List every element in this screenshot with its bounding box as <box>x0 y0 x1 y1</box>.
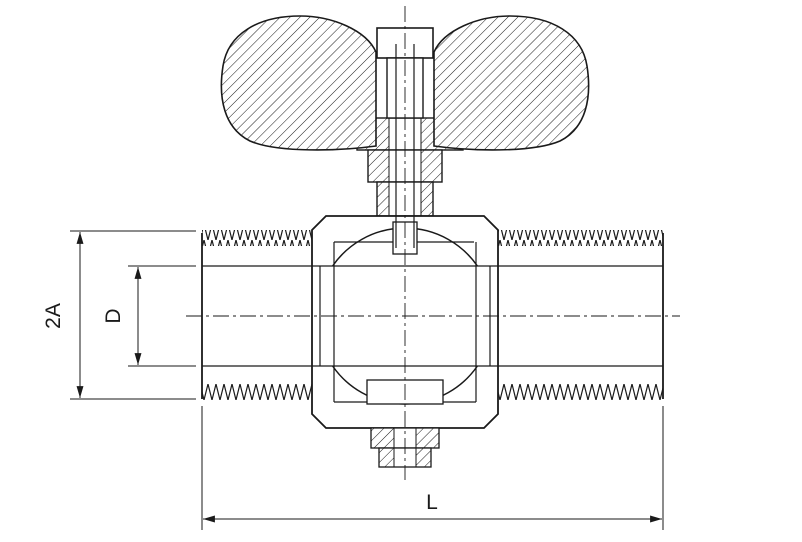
dimension-d-label: D <box>102 308 125 323</box>
bottom-plug <box>370 427 440 468</box>
dimension-l-label: L <box>426 491 438 514</box>
right-threaded-end <box>498 230 664 400</box>
stem-rod <box>395 44 415 248</box>
wing-handle-left <box>220 15 377 151</box>
left-threaded-end <box>201 230 312 400</box>
dimension-d <box>128 265 196 367</box>
bore-passage <box>202 265 663 367</box>
dimension-l <box>201 406 664 530</box>
dimension-2a <box>70 230 196 400</box>
dimension-2a-label: 2A <box>42 303 65 329</box>
wing-handle-right <box>433 15 590 151</box>
